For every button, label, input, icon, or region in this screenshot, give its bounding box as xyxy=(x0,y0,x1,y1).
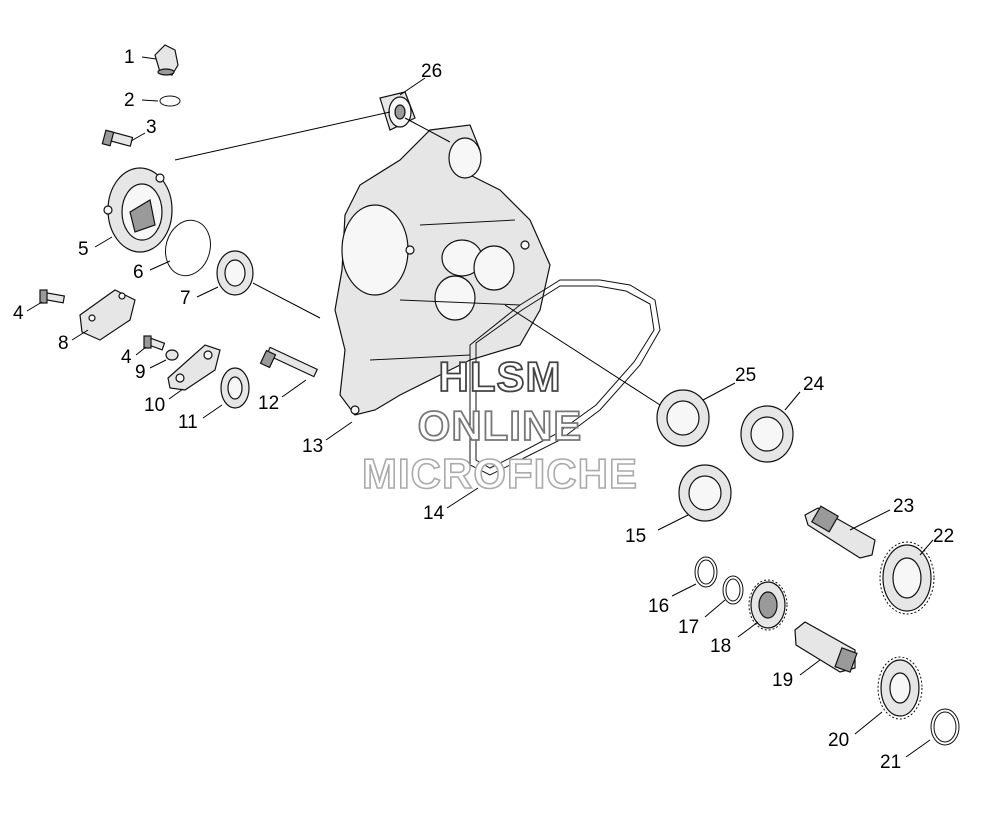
callout-11: 11 xyxy=(178,412,198,433)
part-9-washer xyxy=(165,349,179,361)
part-11-oil-seal xyxy=(220,367,250,409)
callout-22: 22 xyxy=(933,526,954,547)
callout-24: 24 xyxy=(803,374,825,395)
part-16-circlip xyxy=(694,556,718,588)
callout-16: 16 xyxy=(648,596,669,617)
part-6-o-ring xyxy=(165,219,211,277)
callout-23: 23 xyxy=(893,496,914,517)
callout-26: 26 xyxy=(421,61,442,82)
part-3-bolt xyxy=(101,129,134,147)
part-12-long-bolt xyxy=(259,346,319,378)
callout-1: 1 xyxy=(124,47,135,68)
part-13-case-cover xyxy=(334,124,551,416)
part-7-oil-seal xyxy=(216,250,254,296)
part-20-gear xyxy=(877,656,923,720)
callout-4-top: 4 xyxy=(13,303,24,324)
callout-18: 18 xyxy=(710,636,731,657)
part-15-bearing xyxy=(678,464,732,522)
callout-15: 15 xyxy=(625,526,646,547)
callout-labels: 1 2 3 4 5 6 7 8 4 9 10 11 12 13 14 15 16… xyxy=(13,47,954,773)
callout-19: 19 xyxy=(772,670,793,691)
part-1-breather-cap xyxy=(154,44,179,76)
leader-lines xyxy=(26,56,934,758)
callout-12: 12 xyxy=(258,393,279,414)
callout-7: 7 xyxy=(180,288,191,309)
part-14-gasket xyxy=(469,279,661,476)
callout-17: 17 xyxy=(678,617,699,638)
watermark-line-1: HLSM xyxy=(438,353,562,400)
callout-2: 2 xyxy=(124,90,135,111)
part-26-bushing xyxy=(379,91,416,131)
part-25-bearing xyxy=(656,389,710,447)
callout-20: 20 xyxy=(828,730,849,751)
callout-14: 14 xyxy=(423,503,445,524)
part-18-gear xyxy=(748,579,788,631)
callout-9: 9 xyxy=(135,362,146,383)
watermark-line-2: ONLINE xyxy=(417,402,583,449)
part-2-o-ring xyxy=(159,95,181,107)
part-17-washer xyxy=(722,575,744,605)
part-8-bracket xyxy=(79,289,136,341)
part-23-shaft xyxy=(804,505,876,559)
callout-25: 25 xyxy=(735,365,756,386)
part-4-bolt-top xyxy=(39,289,66,304)
part-19-output-shaft xyxy=(794,621,858,673)
callout-5: 5 xyxy=(78,239,89,260)
callout-21: 21 xyxy=(880,752,901,773)
part-10-plate xyxy=(167,344,221,391)
part-4-bolt-lower xyxy=(143,335,166,351)
callout-6: 6 xyxy=(133,262,144,283)
part-24-bearing xyxy=(740,405,794,463)
watermark-line-3: MICROFICHE xyxy=(361,450,638,497)
part-21-circlip xyxy=(930,708,960,746)
part-5-cover-plate xyxy=(103,167,173,253)
callout-13: 13 xyxy=(302,436,323,457)
callout-8: 8 xyxy=(58,333,69,354)
part-22-gear xyxy=(879,541,935,615)
callout-10: 10 xyxy=(144,395,165,416)
callout-3: 3 xyxy=(146,117,157,138)
callout-4-lower: 4 xyxy=(121,347,132,368)
